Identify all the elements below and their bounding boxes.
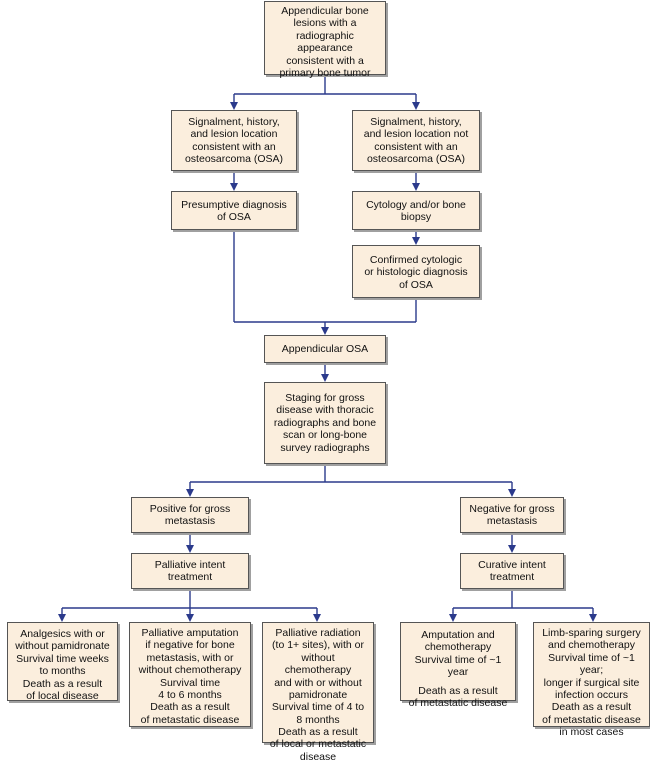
node-text-line: osteosarcoma (OSA) bbox=[184, 153, 284, 166]
node-text-line: consistent with an bbox=[374, 140, 458, 153]
node-text-line: Survival time bbox=[159, 676, 221, 689]
node-text-line: Death as a result bbox=[418, 684, 498, 697]
node-palliative-intent: Palliative intent treatment bbox=[131, 553, 249, 589]
node-text-line: metastasis bbox=[486, 515, 538, 528]
node-cytology-biopsy: Cytology and/or bone biopsy bbox=[352, 191, 480, 230]
node-text-line: treatment bbox=[489, 571, 535, 584]
node-text-line: or histologic diagnosis bbox=[364, 266, 468, 279]
node-text-line: without pamidronate bbox=[15, 640, 110, 653]
node-text-line: (to 1+ sites), with or bbox=[272, 639, 364, 652]
node-text-line: survey radiographs bbox=[280, 441, 370, 454]
node-limb-sparing-surgery: Limb-sparing surgery and chemotherapy Su… bbox=[533, 622, 650, 738]
node-text-line: Appendicular OSA bbox=[281, 343, 369, 355]
node-not-consistent-with-osa: Signalment, history, and lesion location… bbox=[352, 110, 480, 171]
node-text-line: Staging for gross bbox=[285, 392, 365, 404]
node-text-line: of OSA bbox=[399, 278, 433, 291]
node-analgesics: Analgesics with or without pamidronate S… bbox=[7, 622, 118, 702]
node-text-line: Confirmed cytologic bbox=[369, 254, 463, 266]
node-text-line: primary bone tumor bbox=[279, 66, 371, 79]
node-confirmed-diagnosis: Confirmed cytologic or histologic diagno… bbox=[352, 245, 480, 298]
node-text-line: metastasis, with or bbox=[146, 651, 234, 664]
node-text-line: Analgesics with or bbox=[20, 628, 105, 640]
node-text-line: Signalment, history, bbox=[188, 116, 280, 128]
node-text-line: of local or metastatic bbox=[269, 738, 367, 751]
node-text-line: 4 to 6 months bbox=[158, 688, 222, 701]
node-positive-metastasis: Positive for gross metastasis bbox=[131, 497, 249, 533]
node-text-line: Presumptive diagnosis bbox=[181, 199, 287, 211]
node-text-line: and lesion location bbox=[190, 128, 278, 141]
node-text-line: Curative intent bbox=[478, 559, 546, 571]
node-text-line: Survival time of ~1 year bbox=[414, 653, 502, 679]
node-text-line: scan or long-bone bbox=[282, 429, 368, 442]
node-text-line: Cytology and/or bone bbox=[366, 199, 466, 211]
node-text-line: without chemotherapy bbox=[138, 664, 242, 677]
node-text-line: osteosarcoma (OSA) bbox=[366, 153, 466, 166]
node-text-line: Palliative radiation bbox=[275, 627, 361, 639]
flowchart-connectors bbox=[58, 75, 597, 622]
node-palliative-amputation: Palliative amputation if negative for bo… bbox=[129, 622, 251, 727]
node-consistent-with-osa: Signalment, history, and lesion location… bbox=[171, 110, 297, 171]
node-appendicular-bone-lesions: Appendicular bone lesions with a radiogr… bbox=[264, 1, 386, 79]
node-text-line: to months bbox=[39, 665, 86, 678]
node-text-line: of local disease bbox=[26, 689, 99, 702]
node-text-line: pamidronate bbox=[288, 688, 348, 701]
node-text-line: Appendicular bone bbox=[281, 5, 369, 17]
node-staging: Staging for gross disease with thoracic … bbox=[264, 382, 386, 464]
node-text-line: metastasis bbox=[164, 515, 216, 528]
node-text-line: 8 months bbox=[296, 713, 340, 726]
node-text-line: consistent with a bbox=[286, 54, 364, 67]
node-text-line: lesions with a bbox=[293, 17, 357, 30]
node-text-line: Death as a result bbox=[22, 677, 103, 690]
node-appendicular-osa: Appendicular OSA bbox=[264, 335, 386, 363]
node-text-line: of metastatic disease bbox=[542, 713, 641, 726]
node-text-line: and chemotherapy bbox=[548, 639, 635, 652]
node-text-line: Death as a result bbox=[278, 726, 358, 738]
node-text-line: Survival time of 4 to bbox=[271, 701, 365, 714]
node-text-line: consistent with an bbox=[192, 140, 276, 153]
node-curative-intent: Curative intent treatment bbox=[460, 553, 564, 589]
node-text-line: of metastatic disease bbox=[140, 713, 240, 726]
node-text-line: Death as a result bbox=[551, 701, 632, 714]
node-text-line: and with or without bbox=[274, 676, 362, 689]
node-text-line: Negative for gross bbox=[469, 503, 555, 515]
node-text-line: chemotherapy bbox=[424, 641, 492, 654]
node-text-line: radiographic appearance bbox=[296, 29, 354, 55]
node-text-line: Amputation and bbox=[421, 629, 495, 641]
node-text-line: Death as a result bbox=[150, 701, 230, 714]
node-text-line: treatment bbox=[167, 571, 213, 584]
node-text-line: without chemotherapy bbox=[284, 651, 352, 677]
node-text-line: disease with thoracic bbox=[276, 404, 374, 417]
node-text-line: disease bbox=[299, 750, 337, 763]
node-negative-metastasis: Negative for gross metastasis bbox=[460, 497, 564, 533]
node-text-line: of metastatic disease bbox=[408, 696, 508, 709]
node-text-line: Limb-sparing surgery bbox=[542, 627, 641, 639]
node-amputation-chemotherapy: Amputation and chemotherapy Survival tim… bbox=[400, 622, 516, 709]
node-text-line: radiographs and bone bbox=[273, 416, 377, 429]
node-text-line: infection occurs bbox=[555, 688, 628, 701]
node-text-line: Signalment, history, bbox=[370, 116, 462, 128]
node-text-line: Palliative intent bbox=[154, 559, 226, 571]
node-text-line: in most cases bbox=[559, 726, 624, 738]
node-text-line: Survival time weeks bbox=[16, 652, 109, 665]
node-text-line: Survival time of ~1 year; bbox=[548, 651, 635, 677]
node-text-line: Positive for gross bbox=[149, 503, 231, 515]
node-text-line: if negative for bone bbox=[145, 639, 235, 652]
node-text-line: longer if surgical site bbox=[543, 676, 640, 689]
node-palliative-radiation: Palliative radiation (to 1+ sites), with… bbox=[262, 622, 374, 763]
node-text-line: Palliative amputation bbox=[141, 627, 239, 639]
node-text-line: of OSA bbox=[217, 211, 251, 224]
node-presumptive-diagnosis: Presumptive diagnosis of OSA bbox=[171, 191, 297, 230]
node-text-line: biopsy bbox=[400, 211, 432, 224]
node-text-line: and lesion location not bbox=[363, 128, 469, 141]
